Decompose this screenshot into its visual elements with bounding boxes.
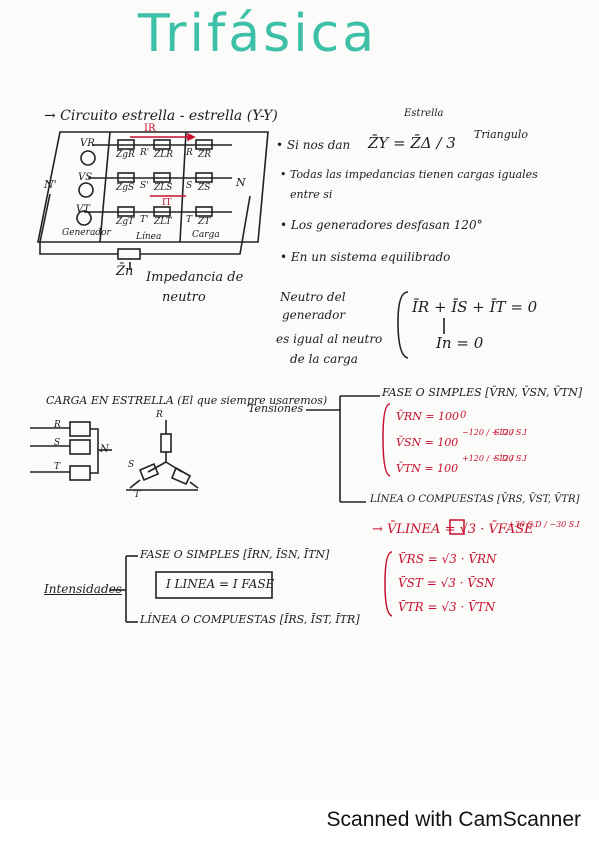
current-it-label: IT bbox=[162, 198, 172, 208]
zl-t: ZLT bbox=[154, 217, 172, 227]
diag-letter-s2: S bbox=[128, 460, 135, 470]
estrella-label: Estrella bbox=[404, 108, 444, 119]
z-s: ZS bbox=[198, 183, 211, 193]
fase-heading: FASE O SIMPLES [V̄RN, V̄SN, V̄TN] bbox=[382, 386, 583, 399]
neutral-current-formula: In = 0 bbox=[436, 334, 484, 352]
diag-letter-r2: R bbox=[156, 410, 163, 420]
vrn-angle: 0 bbox=[460, 410, 467, 421]
bullet-entre-si: entre si bbox=[290, 188, 333, 201]
neutral-note-2: neutro bbox=[162, 290, 206, 305]
diag-letter-s: S bbox=[54, 438, 61, 448]
bullet-impedancias: • Todas las impedancias tienen cargas ig… bbox=[280, 168, 538, 181]
generator-r bbox=[80, 150, 96, 166]
intensidades-fase: FASE O SIMPLES [ĪRN, ĪSN, ĪTN] bbox=[140, 548, 330, 561]
scanner-watermark: Scanned with CamScanner bbox=[326, 808, 581, 831]
vst-value: V̄ST = √3 · V̄SN bbox=[398, 576, 495, 590]
box-generador: Generador bbox=[62, 228, 111, 238]
neutro-note-4: de la carga bbox=[290, 352, 358, 366]
node-r: R bbox=[186, 148, 193, 158]
diag-letter-t2: T bbox=[134, 490, 141, 500]
intensidades-linea: LÍNEA O COMPUESTAS [ĪRS, ĪST, ĪTR] bbox=[140, 613, 360, 626]
diag-letter-r: R bbox=[54, 420, 61, 430]
node-t-prime: T' bbox=[140, 215, 149, 225]
linea-formula: → V̄LINEA = √3 · V̄FASE bbox=[372, 522, 534, 537]
vsn-note: S.D / S.I bbox=[494, 428, 527, 437]
estrella-heading: CARGA EN ESTRELLA (El que siempre usarem… bbox=[46, 394, 328, 407]
vtr-value: V̄TR = √3 · V̄TN bbox=[398, 600, 496, 614]
formula-prefix: • Si nos dan bbox=[276, 138, 351, 152]
generator-t bbox=[76, 210, 92, 226]
gen-label-t: VT bbox=[76, 204, 90, 215]
vsn-angle: −120 / +120 bbox=[462, 428, 514, 437]
vtn-note: S.D / S.I bbox=[494, 454, 527, 463]
current-sum-formula: ĪR + ĪS + ĪT = 0 bbox=[412, 298, 538, 316]
neutral-impedance-box bbox=[117, 248, 141, 260]
linea-angle: +30 S.D / −30 S.I bbox=[508, 520, 580, 529]
bullet-equilibrado: • En un sistema equilibrado bbox=[280, 250, 451, 264]
node-s-prime: S' bbox=[140, 181, 149, 191]
linea-heading: LÍNEA O COMPUESTAS [V̄RS, V̄ST, V̄TR] bbox=[370, 494, 580, 505]
bullet-generadores: • Los generadores desfasan 120° bbox=[280, 218, 483, 232]
gen-label-r: VR bbox=[80, 138, 95, 149]
circuit-outline bbox=[37, 131, 269, 243]
intensidades-label: Intensidades bbox=[44, 582, 122, 596]
neutral-n: N bbox=[236, 176, 246, 189]
neutro-note-3: es igual al neutro bbox=[276, 332, 383, 346]
zg-t: ZgT bbox=[116, 217, 135, 227]
box-carga: Carga bbox=[192, 230, 220, 240]
neutral-n-prime: N' bbox=[44, 178, 57, 191]
current-ir-label: IR bbox=[144, 123, 156, 134]
zg-r: ZgR bbox=[116, 150, 135, 160]
generator-s bbox=[78, 182, 94, 198]
circuit-heading: → Circuito estrella - estrella (Y-Y) bbox=[44, 108, 278, 124]
neutro-note-1: Neutro del bbox=[280, 290, 346, 304]
neutral-impedance-symbol: Z̄n bbox=[116, 264, 134, 279]
z-r: ZR bbox=[198, 150, 212, 160]
vrn-value: V̄RN = 100 bbox=[396, 410, 460, 423]
neutro-note-2: generador bbox=[282, 308, 346, 322]
zl-r: ZLR bbox=[154, 150, 174, 160]
zg-s: ZgS bbox=[116, 183, 135, 193]
z-t: ZT bbox=[198, 217, 211, 227]
equal-box bbox=[155, 571, 273, 599]
node-r-prime: R' bbox=[140, 148, 150, 158]
page-title: Trifásica bbox=[138, 4, 378, 64]
triangulo-label: Triangulo bbox=[474, 128, 529, 141]
node-t: T bbox=[186, 215, 193, 225]
zl-s: ZLS bbox=[154, 183, 173, 193]
intensidades-equal: I LINEA = I FASE bbox=[166, 577, 275, 591]
diag-letter-t: T bbox=[54, 462, 61, 472]
zy-formula: Z̄Y = Z̄Δ / 3 bbox=[368, 134, 456, 152]
gen-label-s: VS bbox=[78, 172, 93, 183]
diag-letter-n: N bbox=[100, 444, 109, 455]
neutral-note-1: Impedancia de bbox=[146, 270, 244, 285]
scanned-page bbox=[0, 0, 599, 800]
node-s: S bbox=[186, 181, 193, 191]
vsn-value: V̄SN = 100 bbox=[396, 436, 459, 449]
tensiones-label: Tensiones bbox=[248, 402, 304, 415]
vtn-value: V̄TN = 100 bbox=[396, 462, 459, 475]
box-linea: Línea bbox=[136, 232, 162, 242]
vrs-value: V̄RS = √3 · V̄RN bbox=[398, 552, 497, 566]
vtn-angle: +120 / −120 bbox=[462, 454, 514, 463]
